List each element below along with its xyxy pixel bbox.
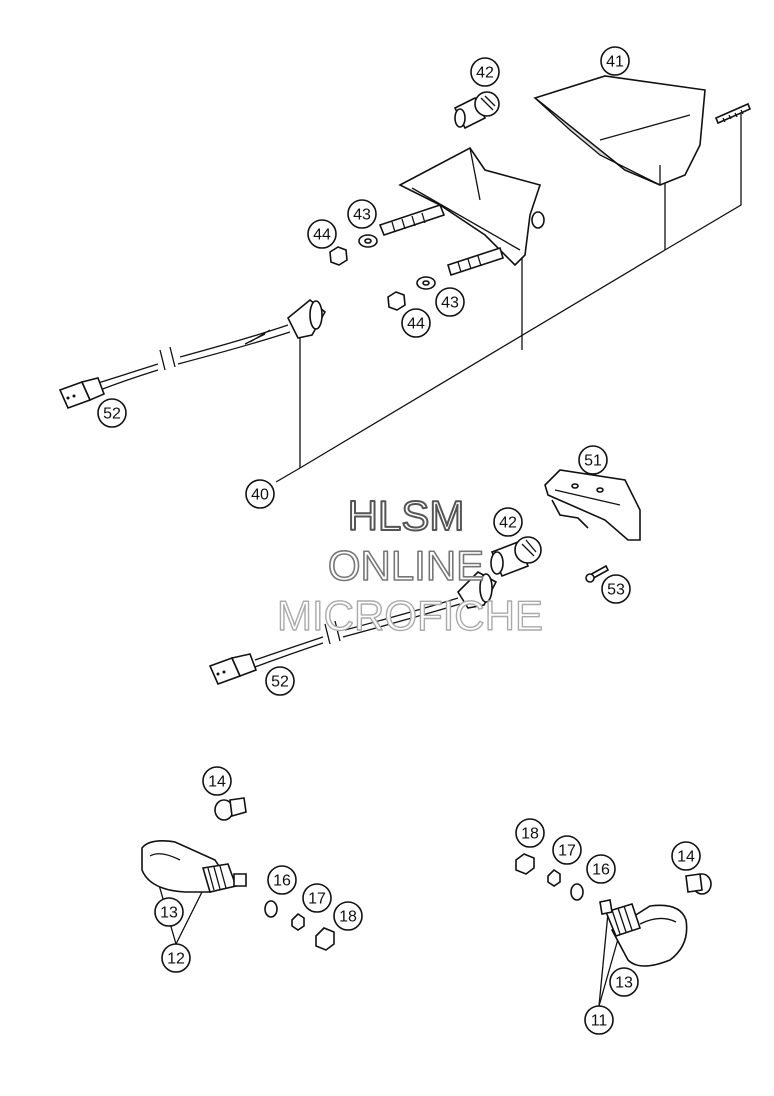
license-bracket-part bbox=[544, 469, 641, 541]
bulb-part-mid bbox=[490, 536, 542, 578]
callout-43-mid: 43 bbox=[435, 287, 465, 317]
svg-text:43: 43 bbox=[353, 207, 371, 224]
callout-42-top: 42 bbox=[470, 57, 500, 87]
wiring-harness-top bbox=[58, 298, 327, 410]
svg-text:42: 42 bbox=[499, 515, 517, 532]
screw-part bbox=[714, 102, 752, 125]
tail-fender-part bbox=[533, 75, 706, 186]
callout-17-right: 17 bbox=[552, 835, 582, 865]
callout-13-right: 13 bbox=[609, 967, 639, 997]
callout-18-right: 18 bbox=[515, 818, 545, 848]
svg-text:14: 14 bbox=[208, 774, 226, 791]
svg-text:14: 14 bbox=[677, 849, 695, 866]
screw-53-part bbox=[585, 564, 610, 583]
callout-43-top: 43 bbox=[347, 199, 377, 229]
svg-text:11: 11 bbox=[591, 1013, 608, 1030]
svg-text:18: 18 bbox=[339, 909, 357, 926]
watermark-line-2: ONLINE bbox=[328, 542, 484, 589]
callout-53: 53 bbox=[601, 574, 631, 604]
svg-text:44: 44 bbox=[313, 227, 331, 244]
svg-text:13: 13 bbox=[615, 975, 633, 992]
callout-16-left: 16 bbox=[267, 865, 297, 895]
callout-52-top: 52 bbox=[97, 398, 127, 428]
svg-text:40: 40 bbox=[251, 487, 269, 504]
callout-14-right: 14 bbox=[671, 841, 701, 871]
svg-text:16: 16 bbox=[273, 873, 291, 890]
callout-18-left: 18 bbox=[333, 901, 363, 931]
leader-lines bbox=[156, 112, 742, 1007]
svg-text:52: 52 bbox=[271, 674, 289, 691]
svg-text:52: 52 bbox=[103, 406, 121, 423]
callout-17-left: 17 bbox=[302, 883, 332, 913]
callout-41: 41 bbox=[600, 46, 630, 76]
left-indicator-part bbox=[141, 797, 335, 951]
svg-text:41: 41 bbox=[606, 54, 624, 71]
watermark-line-3: MICROFICHE bbox=[277, 592, 543, 639]
callout-13-left: 13 bbox=[154, 897, 184, 927]
svg-text:17: 17 bbox=[308, 891, 326, 908]
svg-text:18: 18 bbox=[521, 826, 539, 843]
callout-52-mid: 52 bbox=[265, 666, 295, 696]
svg-text:42: 42 bbox=[476, 65, 494, 82]
svg-text:12: 12 bbox=[167, 951, 185, 968]
svg-text:13: 13 bbox=[160, 905, 178, 922]
bulb-part-top bbox=[453, 91, 500, 130]
watermark-line-1: HLSM bbox=[348, 492, 465, 539]
svg-text:43: 43 bbox=[441, 295, 459, 312]
svg-text:17: 17 bbox=[558, 843, 576, 860]
watermark: HLSM ONLINE MICROFICHE bbox=[276, 491, 543, 640]
callout-14-left: 14 bbox=[202, 766, 232, 796]
svg-text:53: 53 bbox=[607, 582, 625, 599]
wiring-harness-mid bbox=[208, 571, 498, 686]
callout-44-top: 44 bbox=[307, 219, 337, 249]
callout-42-mid: 42 bbox=[493, 507, 523, 537]
callout-12: 12 bbox=[161, 943, 191, 973]
callout-51: 51 bbox=[578, 445, 608, 475]
callout-44-mid: 44 bbox=[401, 308, 431, 338]
fasteners-top bbox=[329, 234, 436, 311]
callout-11: 11 bbox=[584, 1005, 614, 1035]
svg-text:16: 16 bbox=[592, 862, 610, 879]
callout-16-right: 16 bbox=[586, 854, 616, 884]
taillight-housing-part bbox=[378, 146, 545, 277]
svg-text:44: 44 bbox=[407, 316, 425, 333]
right-indicator-part bbox=[515, 853, 712, 967]
callout-40: 40 bbox=[245, 479, 275, 509]
svg-text:51: 51 bbox=[584, 453, 602, 470]
